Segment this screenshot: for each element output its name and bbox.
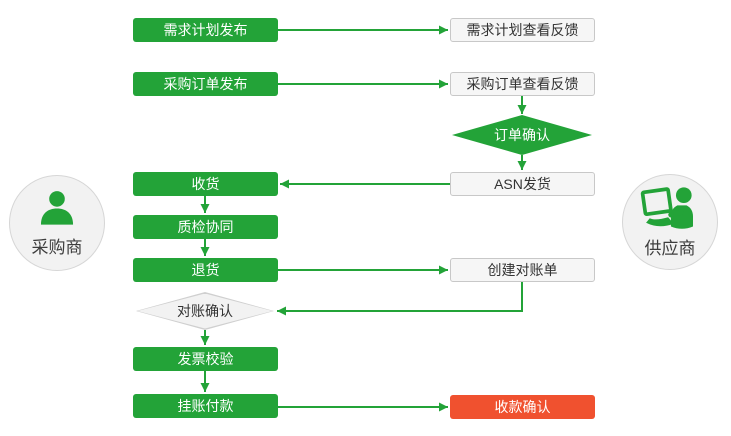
person-computer-icon [640, 187, 693, 229]
node-purchase-order-feedback: 采购订单查看反馈 [450, 72, 595, 96]
node-invoice-verification: 发票校验 [133, 347, 278, 371]
node-payment-receipt-confirm: 收款确认 [450, 395, 595, 419]
connector-statement-to-recon [277, 282, 523, 316]
node-reconciliation-confirm-label: 对账确认 [177, 303, 233, 319]
actor-supplier: 供应商 [622, 174, 718, 270]
node-purchase-order-publish: 采购订单发布 [133, 72, 278, 96]
node-quality-inspection: 质检协同 [133, 215, 278, 239]
node-return-goods: 退货 [133, 258, 278, 282]
node-demand-plan-feedback: 需求计划查看反馈 [450, 18, 595, 42]
node-demand-plan-publish: 需求计划发布 [133, 18, 278, 42]
node-payment-on-account: 挂账付款 [133, 394, 278, 418]
actor-supplier-label: 供应商 [644, 239, 696, 258]
node-order-confirm-label: 订单确认 [494, 127, 550, 143]
node-create-statement: 创建对账单 [450, 258, 595, 282]
node-receive-goods: 收货 [133, 172, 278, 196]
actor-buyer-label: 采购商 [31, 238, 83, 257]
person-icon [40, 191, 74, 225]
node-asn-shipment: ASN发货 [450, 172, 595, 196]
actor-buyer: 采购商 [9, 175, 105, 271]
